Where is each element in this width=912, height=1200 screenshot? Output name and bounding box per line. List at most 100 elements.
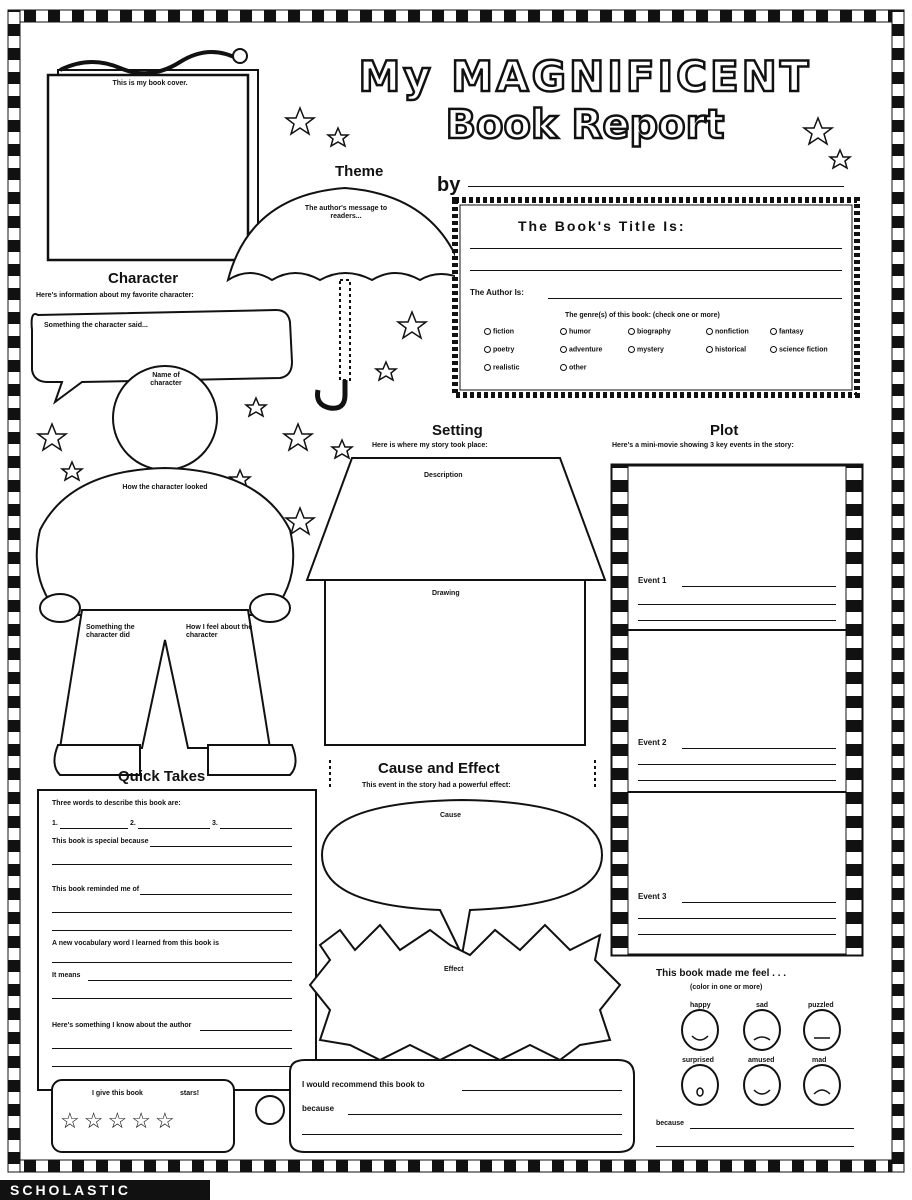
rating-banner xyxy=(51,1079,235,1153)
author-fact-line-2[interactable] xyxy=(52,1048,292,1049)
star-icon[interactable]: ☆ xyxy=(131,1108,155,1133)
book-title-line-1[interactable] xyxy=(470,248,842,249)
special-line-2[interactable] xyxy=(52,864,292,865)
genre-option[interactable]: fantasy xyxy=(770,328,804,335)
character-drawing xyxy=(35,365,297,776)
vocab-meaning-line-1[interactable] xyxy=(88,980,292,981)
book-cover-label: This is my book cover. xyxy=(112,80,188,87)
plot-heading: Plot xyxy=(710,422,739,439)
event-3-line[interactable] xyxy=(682,902,836,903)
rating-label: I give this book xyxy=(92,1090,143,1097)
event-2-line-2[interactable] xyxy=(638,764,836,765)
cause-label: Cause xyxy=(440,812,462,819)
feeling-faces xyxy=(681,1009,841,1106)
genre-option[interactable]: adventure xyxy=(560,346,602,353)
character-feel-label: How I feel about the character xyxy=(186,624,253,639)
special-line-1[interactable] xyxy=(150,846,292,847)
book-cover-drawing xyxy=(46,48,259,262)
recommend-because-line-2[interactable] xyxy=(302,1134,622,1135)
recommend-because: because xyxy=(302,1104,335,1113)
cause-effect-heading: Cause and Effect xyxy=(378,760,500,777)
setting-subheading: Here is where my story took place: xyxy=(372,442,488,449)
quick-takes-prompt-1: Three words to describe this book are: xyxy=(52,800,181,807)
feelings-because-line-1[interactable] xyxy=(690,1128,854,1129)
face-label-surprised: surprised xyxy=(682,1057,714,1064)
event-3-line-3[interactable] xyxy=(638,934,836,935)
event-1-line-3[interactable] xyxy=(638,620,836,621)
speech-bubble xyxy=(30,308,294,405)
character-looks-label: How the character looked xyxy=(122,484,208,491)
feelings-because-line-2[interactable] xyxy=(656,1146,854,1147)
setting-description-label: Description xyxy=(424,472,463,479)
author-fact-line-3[interactable] xyxy=(52,1066,292,1067)
word-2-line[interactable] xyxy=(138,828,210,829)
author-line[interactable] xyxy=(548,298,842,299)
character-subheading: Here's information about my favorite cha… xyxy=(36,292,194,299)
character-did-label: Something the character did xyxy=(86,624,135,639)
rating-stars[interactable]: ☆☆☆☆☆ xyxy=(60,1108,179,1134)
feelings-heading: This book made me feel . . . xyxy=(656,968,787,979)
event-3-label: Event 3 xyxy=(638,892,667,901)
genre-option[interactable]: humor xyxy=(560,328,591,335)
feelings-subheading: (color in one or more) xyxy=(690,984,763,991)
face-label-sad: sad xyxy=(756,1002,769,1009)
quick-takes-prompt-6: Here's something I know about the author xyxy=(52,1022,192,1029)
reminded-line-3[interactable] xyxy=(52,930,292,931)
book-title-heading: The Book's Title Is: xyxy=(518,218,686,234)
vocab-line[interactable] xyxy=(52,962,292,963)
cause-effect-subheading: This event in the story had a powerful e… xyxy=(362,782,511,789)
event-3-line-2[interactable] xyxy=(638,918,836,919)
genre-option[interactable]: other xyxy=(560,364,587,371)
page-title-line1: My MAGNIFICENT xyxy=(357,51,812,103)
event-2-line[interactable] xyxy=(682,748,836,749)
genre-option[interactable]: biography xyxy=(628,328,671,335)
star-icon[interactable]: ☆ xyxy=(60,1108,84,1133)
book-title-line-2[interactable] xyxy=(470,270,842,271)
cause-effect-drawing xyxy=(308,760,622,1062)
face-label-puzzled: puzzled xyxy=(808,1002,834,1009)
umbrella-drawing xyxy=(226,186,467,411)
star-icon[interactable]: ☆ xyxy=(83,1108,108,1133)
recommend-label: I would recommend this book to xyxy=(302,1080,425,1089)
setting-drawing-label: Drawing xyxy=(432,590,460,597)
star-icon[interactable]: ☆ xyxy=(107,1108,132,1133)
face-label-happy: happy xyxy=(690,1002,711,1009)
reminded-line-2[interactable] xyxy=(52,912,292,913)
word-1-line[interactable] xyxy=(60,828,128,829)
genre-option[interactable]: fiction xyxy=(484,328,514,335)
word-3-line[interactable] xyxy=(220,828,292,829)
publisher-logo: SCHOLASTIC xyxy=(0,1180,210,1200)
by-label: by xyxy=(437,174,461,196)
theme-heading: Theme xyxy=(335,163,384,180)
page-title-line2: Book Report xyxy=(444,101,725,150)
recommend-line[interactable] xyxy=(462,1090,622,1091)
event-1-line[interactable] xyxy=(682,586,836,587)
character-name-label: Name of character xyxy=(150,372,182,387)
author-name-line[interactable] xyxy=(468,186,844,187)
recommend-because-line-1[interactable] xyxy=(348,1114,622,1115)
genre-option[interactable]: mystery xyxy=(628,346,664,353)
rating-suffix: stars! xyxy=(180,1090,200,1097)
feelings-because: because xyxy=(656,1120,685,1127)
event-1-label: Event 1 xyxy=(638,576,667,585)
event-1-line-2[interactable] xyxy=(638,604,836,605)
house-drawing xyxy=(305,457,607,746)
genre-option[interactable]: science fiction xyxy=(770,346,828,353)
event-2-label: Event 2 xyxy=(638,738,667,747)
genre-option[interactable]: poetry xyxy=(484,346,514,353)
star-icon[interactable]: ☆ xyxy=(154,1108,179,1133)
face-label-mad: mad xyxy=(812,1057,827,1064)
word-number-2: 2. xyxy=(130,820,136,827)
genre-option[interactable]: nonfiction xyxy=(706,328,749,335)
character-quote-prompt: Something the character said... xyxy=(44,322,148,329)
author-fact-line-1[interactable] xyxy=(200,1030,292,1031)
checkered-border xyxy=(7,9,905,1173)
character-heading: Character xyxy=(108,270,179,287)
event-2-line-3[interactable] xyxy=(638,780,836,781)
genre-label: The genre(s) of this book: (check one or… xyxy=(565,312,720,319)
genre-option[interactable]: historical xyxy=(706,346,746,353)
vocab-meaning-line-2[interactable] xyxy=(52,998,292,999)
genre-option[interactable]: realistic xyxy=(484,364,519,371)
face-label-amused: amused xyxy=(748,1057,775,1064)
reminded-line-1[interactable] xyxy=(140,894,292,895)
